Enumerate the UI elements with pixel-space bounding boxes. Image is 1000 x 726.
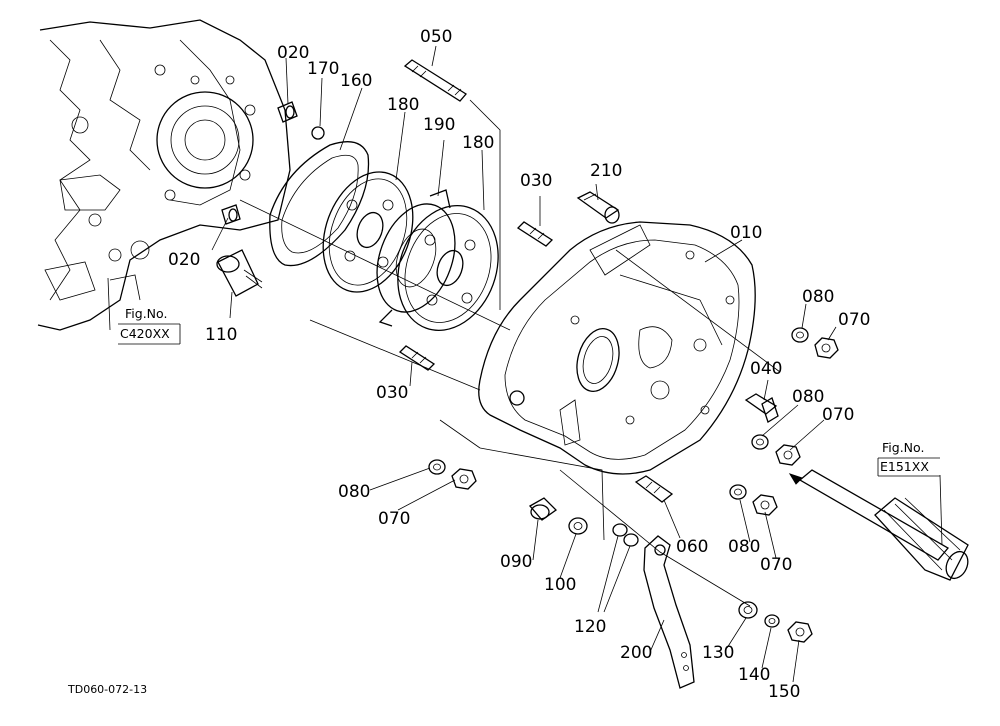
label-170: 170	[307, 59, 339, 79]
washer-lower-right	[729, 484, 747, 500]
label-100: 100	[544, 575, 576, 595]
label-140: 140	[738, 665, 770, 685]
label-180-right: 180	[462, 133, 494, 153]
o-rings	[612, 523, 639, 547]
hollow-bolt	[216, 249, 263, 297]
label-070-lower-right: 070	[760, 555, 792, 575]
label-040: 040	[750, 359, 782, 379]
label-190: 190	[423, 115, 455, 135]
label-080-upper-right: 080	[802, 287, 834, 307]
gasket-plate	[269, 141, 370, 267]
label-080-lower-right: 080	[728, 537, 760, 557]
label-080-middle-right: 080	[792, 387, 824, 407]
stud-bolt-long	[403, 59, 467, 102]
fig-ref-left: Fig.No. C420XX	[118, 306, 181, 345]
part-labels: 020 170 160 180 190 180 050 020 110 030 …	[168, 27, 870, 702]
steel-ball	[311, 126, 325, 140]
label-050: 050	[420, 27, 452, 47]
leader-lines	[107, 45, 943, 683]
nut-lower-right	[752, 494, 778, 516]
label-070-upper-right: 070	[838, 310, 870, 330]
diagram-code: TD060-072-13	[67, 683, 147, 696]
washer-upper-right	[791, 327, 809, 343]
label-010: 010	[730, 223, 762, 243]
label-210: 210	[590, 161, 622, 181]
cap-bolt-top	[576, 191, 620, 224]
engine-block	[37, 19, 291, 331]
dowel-pin-top	[277, 101, 298, 123]
nut-150	[787, 621, 813, 643]
fig-ref-left-title: Fig.No.	[125, 306, 167, 321]
washer-middle-right	[751, 434, 769, 450]
friction-disc-left	[322, 171, 414, 293]
nut-lower-left	[451, 468, 477, 490]
friction-disc-right	[397, 205, 499, 331]
label-130: 130	[702, 643, 734, 663]
plug-bolt	[744, 393, 779, 423]
label-110: 110	[205, 325, 237, 345]
stud-bolt-lower	[398, 345, 436, 371]
fig-ref-right-title: Fig.No.	[882, 440, 924, 455]
nut-upper-right	[814, 337, 839, 359]
lock-washer-140	[764, 614, 780, 628]
label-030-bottom: 030	[376, 383, 408, 403]
fig-ref-right-number: E151XX	[880, 459, 929, 474]
hex-bolt	[634, 475, 674, 503]
input-shaft	[788, 469, 969, 581]
label-080-lower-left: 080	[338, 482, 370, 502]
washer-130	[738, 601, 758, 619]
release-lever	[643, 535, 695, 689]
separator-plate	[376, 189, 456, 327]
clutch-housing	[478, 221, 756, 475]
label-200: 200	[620, 643, 652, 663]
label-020-bottom: 020	[168, 250, 200, 270]
label-020-top: 020	[277, 43, 309, 63]
label-120: 120	[574, 617, 606, 637]
stud-bolt-upper	[516, 221, 554, 247]
label-180-left: 180	[387, 95, 419, 115]
washer-lower-left	[428, 459, 446, 475]
seal-washer	[568, 517, 588, 535]
label-070-middle-right: 070	[822, 405, 854, 425]
fig-ref-right: Fig.No. E151XX	[877, 440, 940, 477]
label-030-top: 030	[520, 171, 552, 191]
label-090: 090	[500, 552, 532, 572]
dowel-pin-bottom	[221, 204, 241, 225]
label-150: 150	[768, 682, 800, 702]
nut-middle-right	[775, 444, 801, 466]
label-070-lower-left: 070	[378, 509, 410, 529]
flange-bolt	[528, 497, 558, 521]
label-060: 060	[676, 537, 708, 557]
fig-ref-left-number: C420XX	[120, 326, 170, 341]
label-160: 160	[340, 71, 372, 91]
